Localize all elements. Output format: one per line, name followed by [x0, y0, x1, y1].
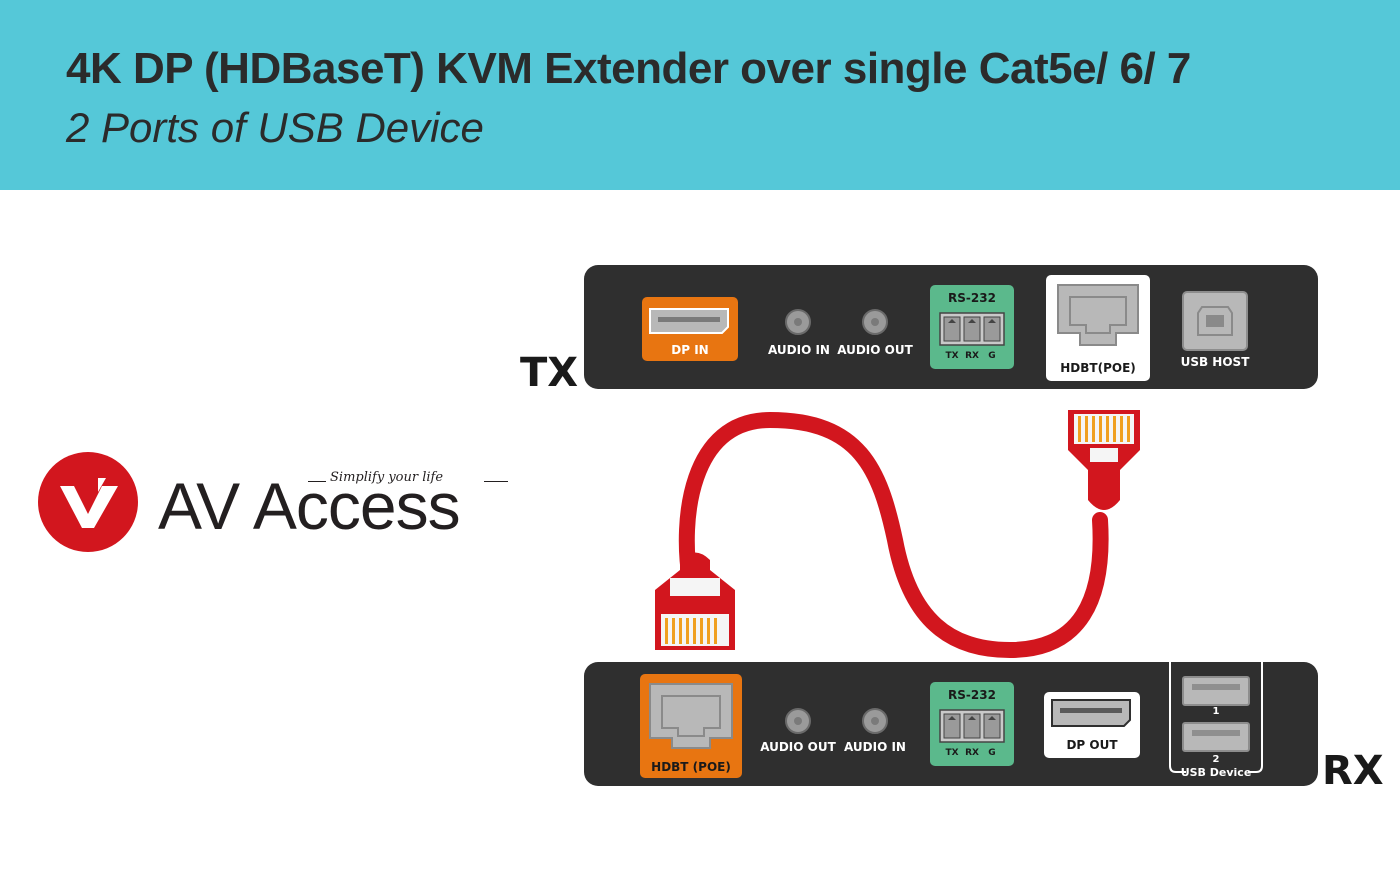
tx-rs232-pin-tx: TX [945, 351, 959, 361]
rj45-plug-rx [655, 552, 735, 650]
rx-rs232-pin-g: G [988, 748, 996, 758]
tagline-rule-left [308, 481, 326, 482]
tx-dp-in-port[interactable]: DP IN [642, 297, 738, 361]
rx-unit-label: RX [1322, 748, 1384, 794]
page-subtitle: 2 Ports of USB Device [66, 104, 484, 151]
rx-audio-out-label: AUDIO OUT [760, 740, 836, 754]
terminal-block-icon [939, 709, 1005, 743]
tx-rs232-port[interactable]: RS-232 TX RX G [930, 285, 1014, 369]
tx-usb-host-label: USB HOST [1180, 355, 1250, 369]
rx-usb-port-1-label: 1 [1212, 706, 1220, 717]
rx-rs232-pin-tx: TX [945, 748, 959, 758]
rx-audio-in-label: AUDIO IN [844, 740, 906, 754]
tx-audio-in-label: AUDIO IN [768, 343, 830, 357]
tx-rs232-pin-g: G [988, 351, 996, 361]
rx-rs232-port[interactable]: RS-232 TX RX G [930, 682, 1014, 766]
tx-rs232-label: RS-232 [948, 291, 996, 305]
tx-dp-in-label: DP IN [671, 343, 709, 357]
logo-mark-icon [38, 452, 138, 552]
tx-usb-host-port[interactable] [1182, 291, 1248, 351]
rx-rs232-pin-rx: RX [965, 748, 979, 758]
rx-audio-in-jack[interactable] [862, 708, 888, 734]
rx-audio-out-jack[interactable] [785, 708, 811, 734]
rj45-jack-icon [1057, 284, 1139, 346]
rx-dp-out-port[interactable]: DP OUT [1044, 692, 1140, 758]
rx-usb-port-2-label: 2 [1212, 754, 1220, 765]
tx-audio-out-label: AUDIO OUT [837, 343, 913, 357]
rx-hdbt-label: HDBT (POE) [651, 760, 731, 774]
tagline-rule-right [484, 481, 508, 482]
logo-tagline: Simplify your life [330, 470, 444, 485]
terminal-block-icon [939, 312, 1005, 346]
rx-usb-port-1[interactable] [1182, 676, 1250, 706]
rx-usb-port-2[interactable] [1182, 722, 1250, 752]
av-access-logo: Simplify your life AV Access [38, 450, 538, 560]
tx-panel: DP IN AUDIO IN AUDIO OUT RS-232 TX RX G … [584, 265, 1318, 389]
page-title: 4K DP (HDBaseT) KVM Extender over single… [66, 44, 1191, 93]
rj45-jack-icon [649, 683, 733, 749]
rx-dp-out-label: DP OUT [1066, 738, 1118, 752]
rx-panel: HDBT (POE) AUDIO OUT AUDIO IN RS-232 TX … [584, 658, 1318, 786]
usb-device-bracket [1169, 658, 1263, 773]
tx-audio-in-jack[interactable] [785, 309, 811, 335]
tx-rs232-pin-rx: RX [965, 351, 979, 361]
tx-hdbt-port[interactable]: HDBT(POE) [1046, 275, 1150, 381]
rx-rs232-label: RS-232 [948, 688, 996, 702]
rx-hdbt-port[interactable]: HDBT (POE) [640, 674, 742, 778]
displayport-icon [1051, 699, 1131, 727]
logo-brand: AV Access [158, 469, 461, 543]
displayport-icon [649, 308, 729, 334]
usb-b-icon [1197, 306, 1233, 336]
header-banner: 4K DP (HDBaseT) KVM Extender over single… [0, 0, 1400, 190]
tx-hdbt-label: HDBT(POE) [1060, 361, 1136, 375]
rx-usb-device-label: USB Device [1180, 766, 1252, 779]
tx-audio-out-jack[interactable] [862, 309, 888, 335]
tx-unit-label: TX [520, 350, 579, 396]
rj45-plug-tx [1068, 410, 1140, 510]
